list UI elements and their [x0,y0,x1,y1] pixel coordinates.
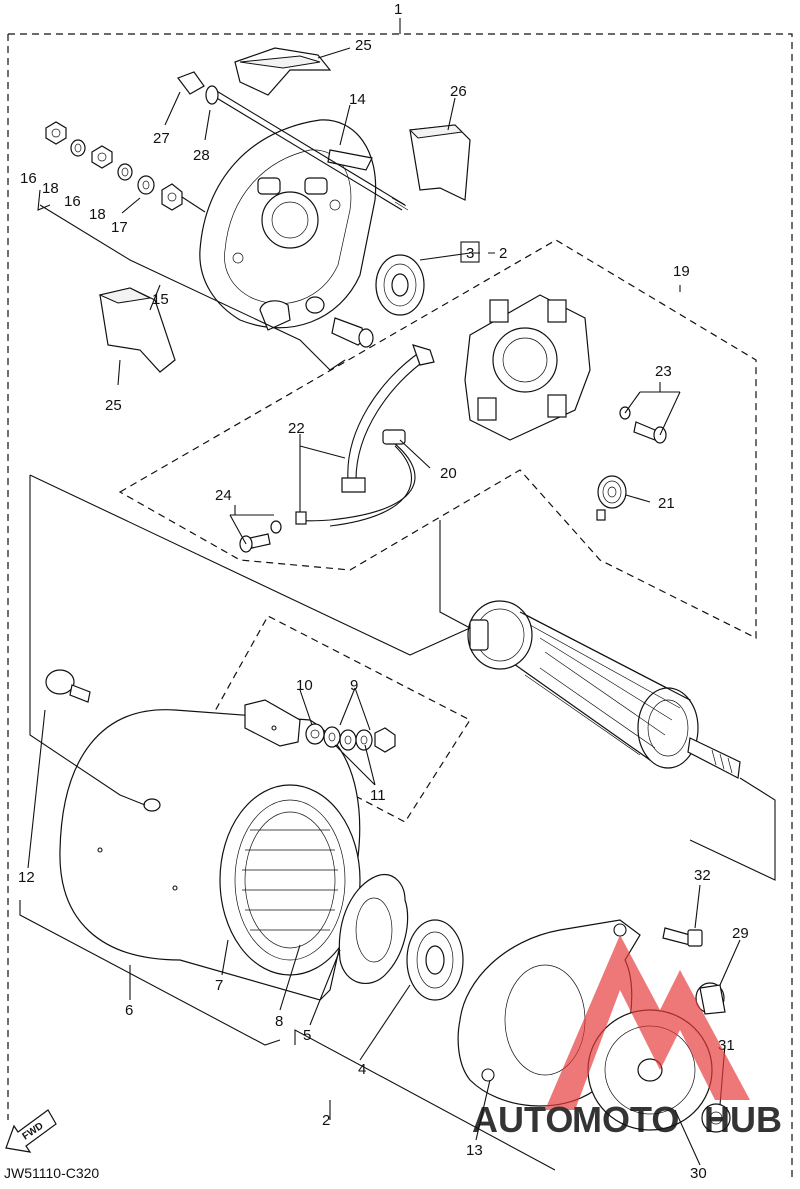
brush-holder-group-box [118,239,757,639]
callout-16a: 16 [20,170,37,187]
callout-16b: 16 [64,193,81,210]
callout-19: 19 [673,263,690,280]
brush-lead-22 [341,344,435,493]
gasket-5 [338,873,409,984]
callout-24: 24 [215,487,232,504]
yoke-housing [59,709,361,1001]
callout-5: 5 [303,1027,311,1044]
callout-14: 14 [349,91,366,108]
callout-18b: 18 [89,206,106,223]
assembly-boundary: 1 [7,1,793,1178]
brush-pad-25-top [234,47,332,96]
ref-box [460,241,480,263]
ref-box-number: 3 [466,245,474,262]
brush-spring-21 [596,475,627,521]
rear-cover [199,119,377,331]
bolt-32 [662,927,703,947]
callout-27: 27 [153,130,170,147]
watermark-text-1: AUTO [472,1099,573,1140]
callout-28: 28 [193,147,210,164]
callout-4: 4 [358,1061,366,1078]
screw-24 [239,520,282,553]
callout-10: 10 [296,677,313,694]
through-bolt [177,71,409,211]
callout-6: 6 [125,1002,133,1019]
callout-8: 8 [275,1013,283,1030]
nuts-and-washers [45,121,206,213]
callout-25b: 25 [105,397,122,414]
leader-lines [19,47,776,1171]
callout-32: 32 [694,867,711,884]
watermark-logo-icon [545,935,750,1110]
bearing-4 [406,919,464,1001]
brush-pad-26 [408,124,471,201]
callout-13: 13 [466,1142,483,1159]
catalog-code: JW51110-C320 [4,1165,99,1181]
armature [467,600,741,779]
cover-screw [331,317,374,348]
automotohub-watermark: AUTO MOTO HUB [472,935,782,1140]
cover-washer [305,296,325,314]
callout-18a: 18 [42,180,59,197]
fwd-arrow-icon: FWD [5,1109,57,1153]
terminal-insulator [244,699,301,747]
callout-30: 30 [690,1165,707,1182]
callout-17: 17 [111,219,128,236]
spacer-29 [695,982,726,1015]
assembly-callout: 1 [394,1,402,18]
terminal-washers [305,723,396,753]
ref-box-suffix: 2 [499,245,507,262]
callout-26: 26 [450,83,467,100]
callout-21: 21 [658,495,675,512]
callout-29: 29 [732,925,749,942]
brush-holder-plate [464,294,591,441]
watermark-text-3: HUB [704,1099,782,1140]
callout-2: 2 [322,1112,330,1129]
screw-12 [45,669,91,703]
callout-20: 20 [440,465,457,482]
callout-23: 23 [655,363,672,380]
callout-15: 15 [152,291,169,308]
brush-lead-20 [295,429,416,527]
callout-12: 12 [18,869,35,886]
callout-11: 11 [370,787,386,804]
nut-31 [701,1103,731,1133]
callout-25a: 25 [355,37,372,54]
bearing-3 [375,254,425,316]
callout-7: 7 [215,977,223,994]
callout-9: 9 [350,677,358,694]
brush-pad-25-bottom [98,287,176,373]
callout-labels: 25 14 26 27 28 16 18 16 18 17 15 25 3 2 … [18,37,749,1182]
callout-22: 22 [288,420,305,437]
watermark-text-2: MOTO [572,1099,679,1140]
screw-23 [619,406,667,444]
